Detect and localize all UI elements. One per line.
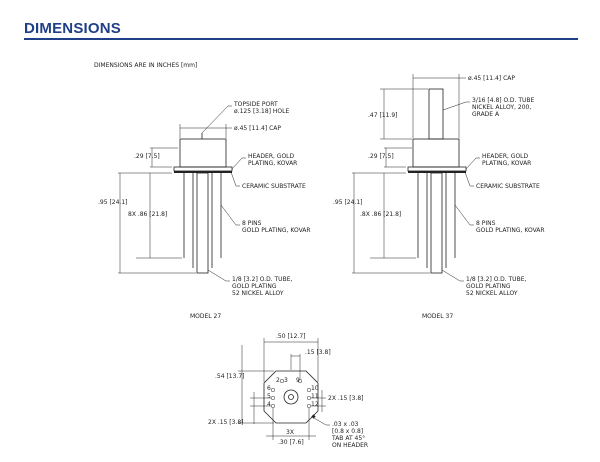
model37-tube-label-3: 52 NICKEL ALLOY [466,290,518,297]
units-note: DIMENSIONS ARE IN INCHES [mm] [94,62,197,69]
model27-port-label-2: ø.125 [3.18] HOLE [234,108,289,115]
model-37-drawing: ø.45 [11.4] CAP 3/16 [4.8] O.D. TUBE NIC… [333,74,545,320]
model37-top-tube-label-2: NICKEL ALLOY, 200, [472,104,531,111]
tab-label-2: [0.8 x 0.8] [332,428,363,435]
tab-label-3: TAB AT 45° [331,435,365,442]
bottom-view-pin [306,403,312,409]
model37-header-label-2: PLATING, KOVAR [482,160,531,167]
bottom-dim-width: .50 [12.7] [276,333,306,340]
pin-number: 9 [296,377,300,384]
model27-pins-label-2: GOLD PLATING, KOVAR [242,227,311,234]
model37-cap-label: ø.45 [11.4] CAP [468,75,515,82]
bottom-dim-height: .54 [13.7] [215,373,245,380]
model37-tube [430,172,443,274]
model37-pins-label-1: 8 PINS [476,220,496,227]
model27-dim-cap-height: .29 [7.5] [134,153,160,160]
model37-header-label-1: HEADER, GOLD [482,153,529,160]
model27-tube-label-1: 1/8 [3.2] O.D. TUBE, [232,276,292,283]
tab-label-1: .03 x .03 [332,421,359,428]
title-rule [24,38,578,40]
bottom-view-pin [297,378,303,384]
model-27-drawing: TOPSIDE PORT ø.125 [3.18] HOLE ø.45 [11.… [98,101,311,320]
model27-header-label-1: HEADER, GOLD [248,153,295,160]
model37-cap [412,138,460,168]
bottom-view-pin [279,378,285,384]
pin-number: 6 [267,385,271,392]
bottom-dim-pitch-left: 2X .15 [3.8] [208,419,244,426]
model27-cap-label: ø.45 [11.4] CAP [234,125,281,132]
model37-header [407,166,467,172]
model37-dim-tube-height: .47 [11.9] [368,112,398,119]
bottom-view-pin [306,387,312,393]
bottom-dim-3x: 3X [286,429,294,436]
bottom-view-pin [270,403,276,409]
model27-caption: MODEL 27 [190,313,221,320]
model37-caption: MODEL 37 [422,313,453,320]
model37-pins-label-2: GOLD PLATING, KOVAR [476,227,545,234]
bottom-view-pin [270,395,276,401]
model27-substrate [174,171,232,173]
model27-port-label-1: TOPSIDE PORT [233,101,278,108]
bottom-view-tab [311,414,316,419]
page-title: DIMENSIONS [24,20,122,37]
model27-dim-total: .95 [24.1] [98,199,128,206]
pin-number: 4 [267,401,271,408]
model27-tube-label-2: GOLD PLATING [232,283,277,290]
bottom-dim-pitch-top: .15 [3.8] [305,349,331,356]
model37-dim-total: .95 [24.1] [333,199,363,206]
bottom-view-tube [283,389,299,405]
model37-dim-pins: .8X .86 [21.8] [360,211,401,218]
model27-pins-label-1: 8 PINS [242,220,262,227]
pin-number: 10 [311,385,319,392]
bottom-view-header [263,370,319,424]
bottom-view-pin [270,387,276,393]
model37-tube-label-1: 1/8 [3.2] O.D. TUBE, [466,276,526,283]
model37-substrate [408,171,466,173]
bottom-view-pin [306,395,312,401]
pin-number: 3 [284,377,288,384]
model27-tube-label-3: 52 NICKEL ALLOY [232,290,284,297]
model27-tube [196,172,209,274]
pin-number: 2 [276,377,280,384]
pin-number: 11 [311,393,319,400]
model27-header-label-2: PLATING, KOVAR [248,160,297,167]
pin-number: 12 [311,401,319,408]
tab-label-4: ON HEADER [332,442,368,449]
model27-header [173,166,233,172]
bottom-view-drawing: 2 3 6 5 4 9 10 11 12 .50 [12.7] .15 [3.8… [208,333,368,449]
model37-dim-cap-height: .29 [7.5] [368,153,394,160]
model37-top-tube [428,88,444,140]
pin-number: 5 [267,393,271,400]
model37-top-tube-label-1: 3/16 [4.8] O.D. TUBE [472,97,535,104]
model37-tube-label-2: GOLD PLATING [466,283,511,290]
bottom-dim-spacing: .30 [7.6] [278,439,304,446]
model37-top-tube-label-3: GRADE A [472,111,500,118]
model27-cap [179,138,227,168]
model37-substrate-label: CERAMIC SUBSTRATE [476,183,540,190]
model27-dim-pins: 8X .86 [21.8] [128,211,167,218]
bottom-dim-pitch-right: 2X .15 [3.8] [328,395,364,402]
model27-substrate-label: CERAMIC SUBSTRATE [242,183,306,190]
